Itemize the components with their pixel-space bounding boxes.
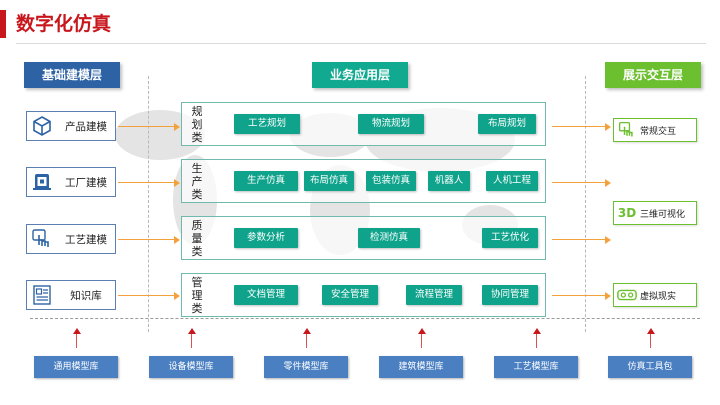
left-item-knowledge-base: 知识库 <box>26 280 116 310</box>
header-business-app: 业务应用层 <box>312 62 408 88</box>
lib-part-model: 零件模型库 <box>264 356 348 378</box>
divider-left <box>148 76 149 332</box>
row-category-label: 生产类 <box>191 161 203 201</box>
title-divider <box>16 43 706 44</box>
left-item-product-modeling: 产品建模 <box>26 111 116 141</box>
left-item-factory-modeling: 工厂建模 <box>26 167 116 197</box>
vr-goggles-icon <box>614 288 640 302</box>
item-robot[interactable]: 机器人 <box>428 171 470 191</box>
cube-icon <box>27 115 57 137</box>
row-production: 生产类 生产仿真 布局仿真 包装仿真 机器人 人机工程 <box>181 159 546 203</box>
title-accent-bar <box>0 10 6 38</box>
left-item-process-modeling: 工艺建模 <box>26 224 116 254</box>
item-process-optimization[interactable]: 工艺优化 <box>482 228 538 248</box>
header-base-modeling: 基础建模层 <box>24 62 120 88</box>
factory-icon <box>27 171 57 193</box>
row-category-label: 管理类 <box>191 275 203 315</box>
item-process-mgmt[interactable]: 流程管理 <box>406 285 462 305</box>
row-quality: 质量类 参数分析 检测仿真 工艺优化 <box>181 216 546 260</box>
arrow-right-2 <box>552 178 611 187</box>
bottom-divider <box>30 318 700 319</box>
item-production-sim[interactable]: 生产仿真 <box>234 171 298 191</box>
arrow-right-1 <box>552 122 611 131</box>
touch-hand-icon <box>27 228 57 250</box>
arrow-left-3 <box>118 235 180 244</box>
3d-icon: 3D <box>617 206 637 220</box>
lib-equipment-model: 设备模型库 <box>149 356 233 378</box>
lib-general-model: 通用模型库 <box>34 356 118 378</box>
item-logistics-planning[interactable]: 物流规划 <box>358 114 424 134</box>
item-collaboration-mgmt[interactable]: 协同管理 <box>482 285 538 305</box>
up-arrow-3 <box>302 328 311 348</box>
arrow-left-2 <box>118 178 180 187</box>
header-display-interaction: 展示交互层 <box>605 62 701 88</box>
document-icon <box>27 284 57 306</box>
lib-process-model: 工艺模型库 <box>494 356 578 378</box>
item-process-planning[interactable]: 工艺规划 <box>234 114 300 134</box>
lib-simulation-toolkit: 仿真工具包 <box>608 356 692 378</box>
right-item-interaction: 常规交互 <box>613 118 697 142</box>
arrow-left-1 <box>118 122 180 131</box>
item-layout-sim[interactable]: 布局仿真 <box>304 171 354 191</box>
up-arrow-4 <box>417 328 426 348</box>
right-item-virtual-reality: 虚拟现实 <box>613 283 697 307</box>
row-planning: 规划类 工艺规划 物流规划 布局规划 <box>181 102 546 146</box>
item-ergonomics[interactable]: 人机工程 <box>486 171 538 191</box>
row-management: 管理类 文档管理 安全管理 流程管理 协同管理 <box>181 273 546 317</box>
item-safety-mgmt[interactable]: 安全管理 <box>322 285 378 305</box>
item-packaging-sim[interactable]: 包装仿真 <box>366 171 416 191</box>
row-category-label: 质量类 <box>191 218 203 258</box>
item-parameter-analysis[interactable]: 参数分析 <box>234 228 298 248</box>
divider-right <box>585 76 586 332</box>
up-arrow-5 <box>532 328 541 348</box>
item-layout-planning[interactable]: 布局规划 <box>478 114 536 134</box>
up-arrow-6 <box>646 328 655 348</box>
item-document-mgmt[interactable]: 文档管理 <box>234 285 298 305</box>
page-title: 数字化仿真 <box>16 13 112 35</box>
row-category-label: 规划类 <box>191 104 203 144</box>
lib-building-model: 建筑模型库 <box>379 356 463 378</box>
right-item-3d-visualization: 3D 三维可视化 <box>613 201 697 225</box>
up-arrow-2 <box>187 328 196 348</box>
arrow-right-3 <box>552 235 611 244</box>
touch-hand-icon <box>614 121 640 139</box>
arrow-right-4 <box>552 291 611 300</box>
arrow-left-4 <box>118 291 180 300</box>
up-arrow-1 <box>72 328 81 348</box>
item-inspection-sim[interactable]: 检测仿真 <box>358 228 420 248</box>
